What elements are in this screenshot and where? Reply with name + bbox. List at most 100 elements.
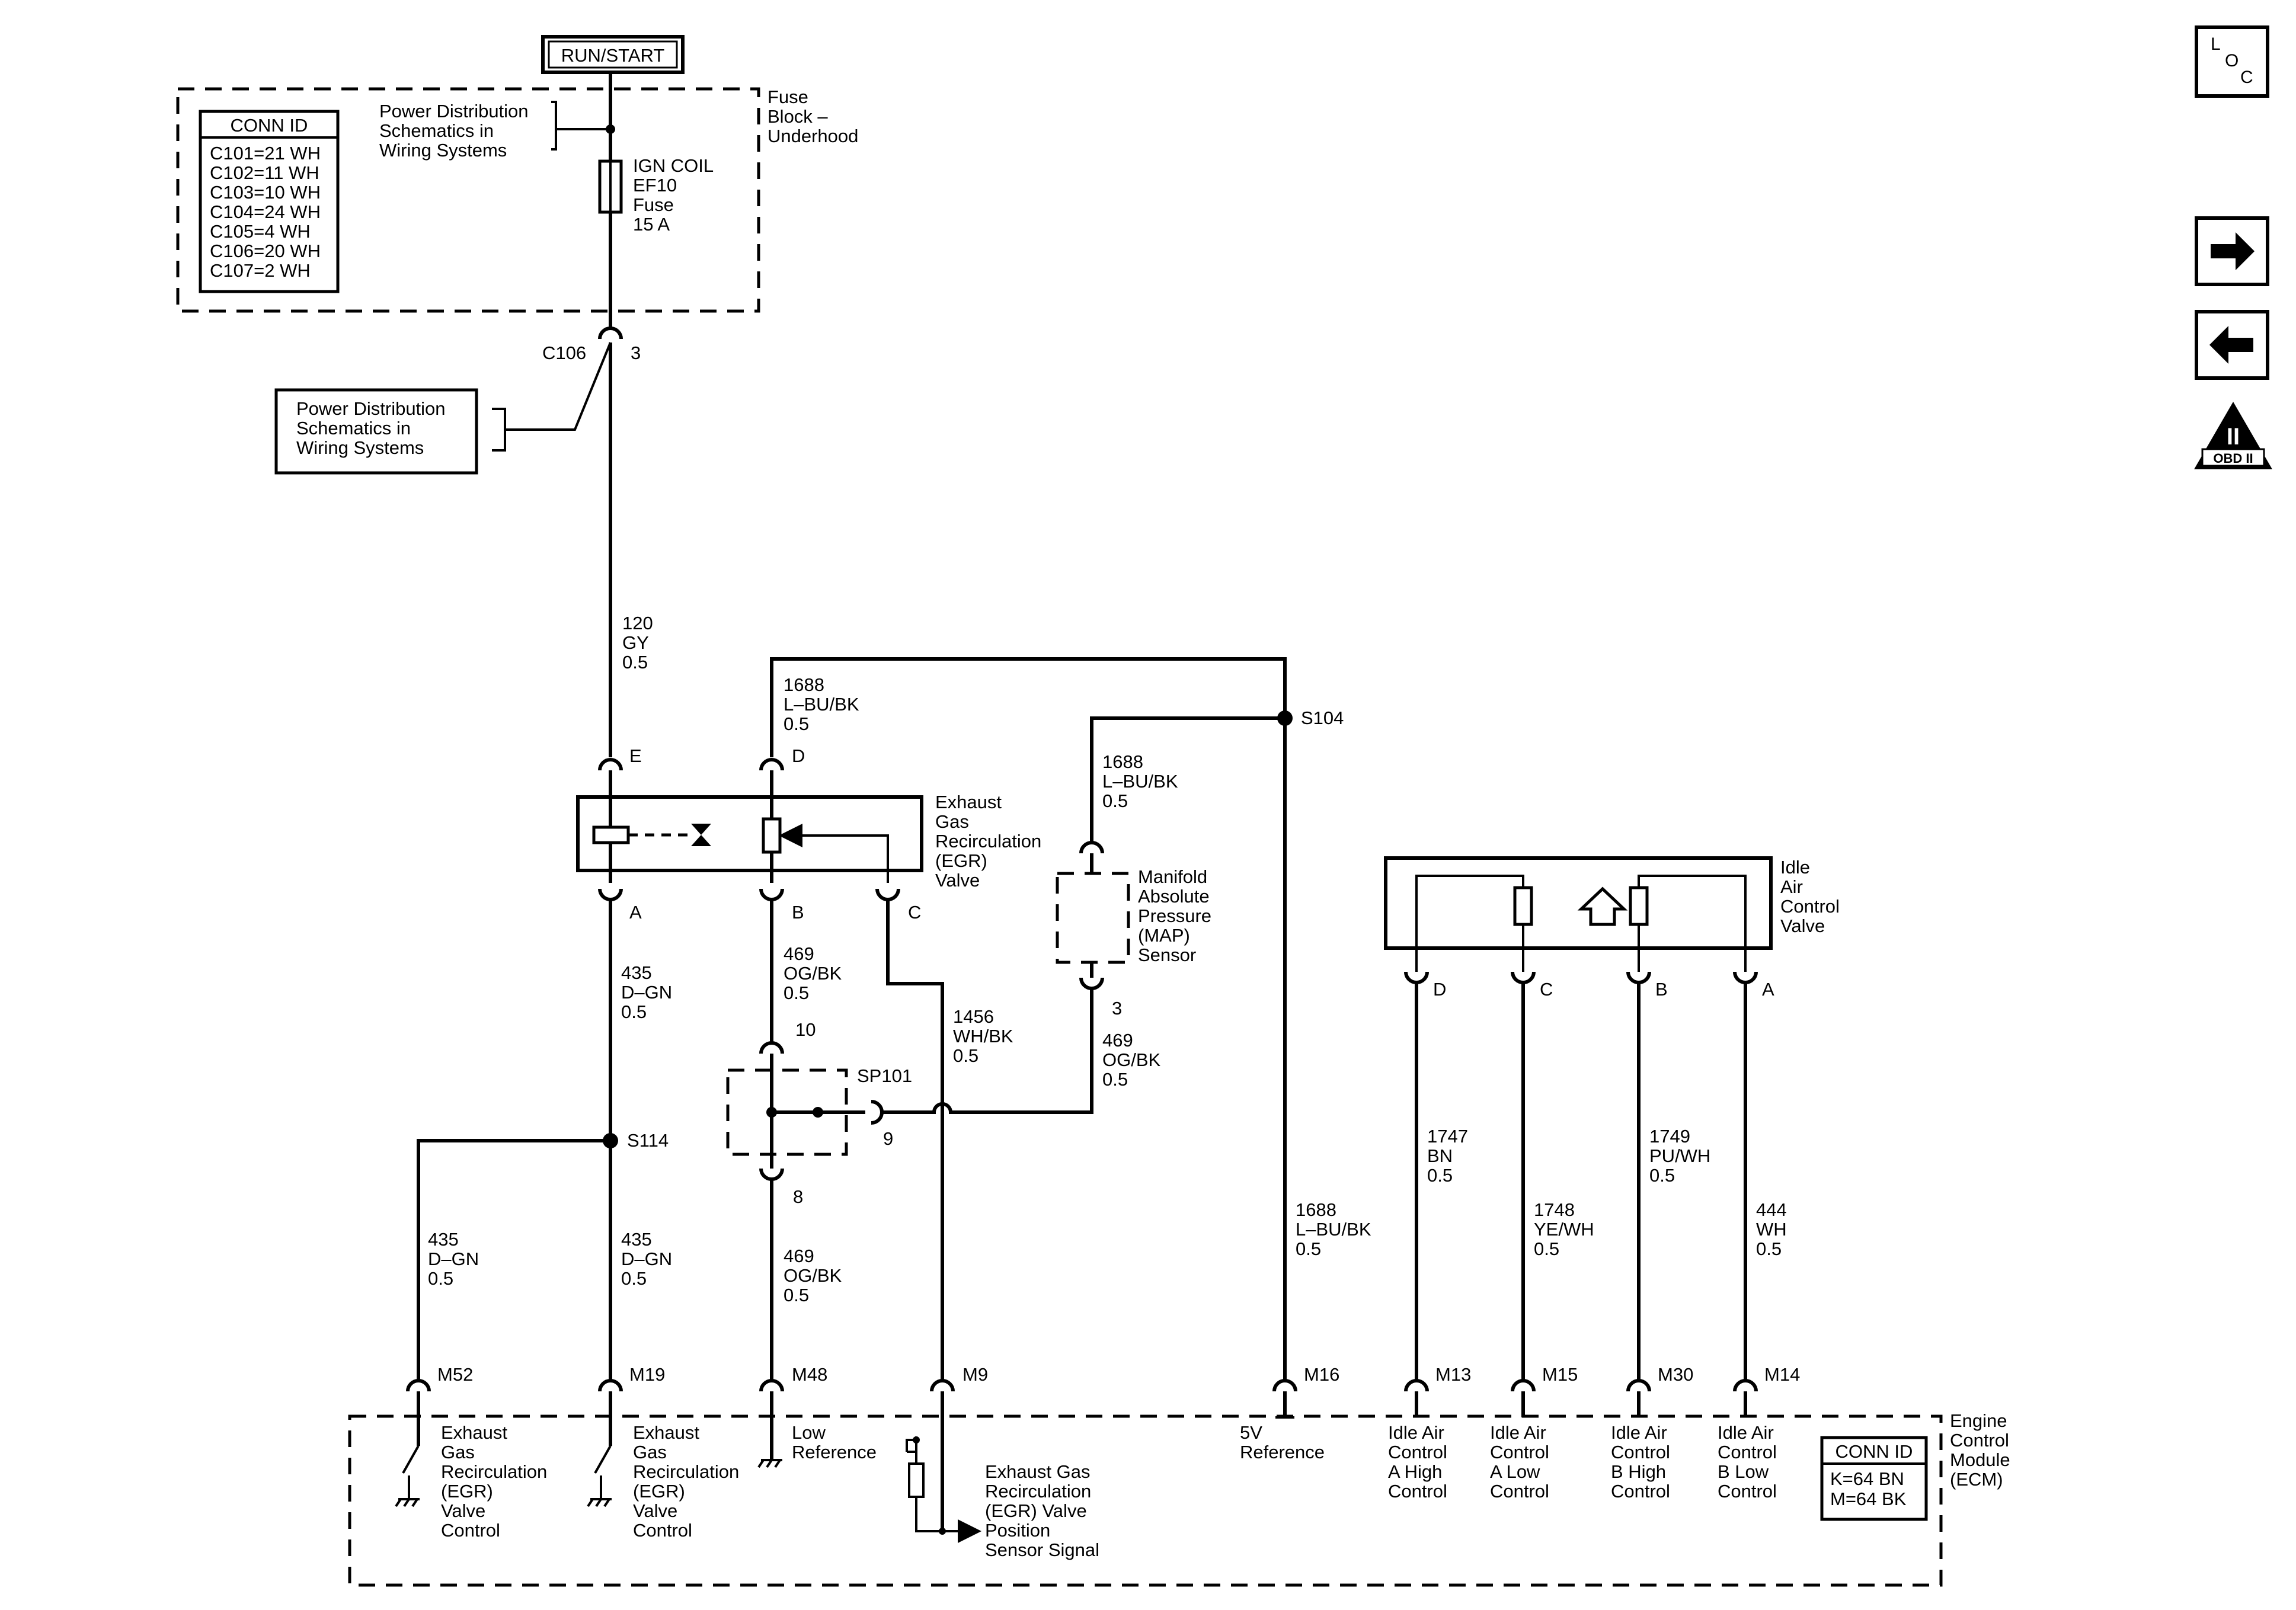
ecm-label-egr-control-1: Exhaust Gas Recirculation (EGR) Valve Co… — [441, 1422, 547, 1541]
previous-page-button[interactable] — [2195, 310, 2269, 380]
wire-label-469-bottom: 469 OG/BK 0.5 — [784, 1246, 842, 1305]
svg-text:L–BU/BK: L–BU/BK — [1296, 1219, 1371, 1240]
svg-text:(MAP): (MAP) — [1138, 925, 1190, 946]
svg-text:C: C — [908, 902, 921, 923]
svg-text:0.5: 0.5 — [428, 1268, 453, 1289]
wire-435-to-m52 — [417, 1139, 610, 1381]
svg-text:C107=2 WH: C107=2 WH — [210, 260, 311, 281]
run-start-text: RUN/START — [561, 45, 665, 66]
svg-text:OG/BK: OG/BK — [1102, 1049, 1161, 1070]
ecm-label-iac-b-low: Idle Air Control B Low Control — [1718, 1422, 1777, 1502]
svg-text:469: 469 — [784, 943, 814, 964]
svg-text:D–GN: D–GN — [621, 982, 672, 1003]
ecm-pullup-m9-icon — [906, 1391, 981, 1543]
svg-text:8: 8 — [793, 1186, 803, 1207]
svg-text:1688: 1688 — [1102, 751, 1143, 772]
svg-text:Control: Control — [1490, 1442, 1549, 1462]
svg-text:M16: M16 — [1304, 1364, 1339, 1385]
svg-text:M13: M13 — [1435, 1364, 1471, 1385]
svg-text:5V: 5V — [1240, 1422, 1262, 1443]
svg-text:Valve: Valve — [441, 1500, 485, 1521]
svg-text:3: 3 — [1112, 998, 1122, 1019]
ecm-ref-m16-icon — [1275, 1391, 1294, 1419]
svg-text:Absolute: Absolute — [1138, 886, 1210, 907]
s114-label: S114 — [627, 1130, 669, 1151]
svg-text:Fuse: Fuse — [768, 87, 808, 107]
svg-text:M=64 BK: M=64 BK — [1830, 1489, 1907, 1509]
conn-id-table-ecm: CONN ID K=64 BN M=64 BK — [1820, 1436, 1928, 1521]
loc-button[interactable]: L O C — [2195, 25, 2269, 98]
svg-text:Recirculation: Recirculation — [935, 831, 1041, 852]
svg-text:Exhaust Gas: Exhaust Gas — [985, 1461, 1090, 1482]
svg-text:(EGR): (EGR) — [935, 850, 987, 871]
svg-text:Schematics in: Schematics in — [379, 120, 494, 141]
ecm-label-egr-position: Exhaust Gas Recirculation (EGR) Valve Po… — [985, 1461, 1099, 1560]
svg-text:0.5: 0.5 — [784, 982, 809, 1003]
svg-text:435: 435 — [621, 1229, 652, 1250]
svg-text:0.5: 0.5 — [1102, 1069, 1128, 1090]
svg-text:C106=20 WH: C106=20 WH — [210, 241, 321, 261]
egr-valve-label: Exhaust Gas Recirculation (EGR) Valve — [935, 792, 1041, 891]
svg-text:10: 10 — [795, 1019, 816, 1040]
sp101-label: SP101 — [857, 1065, 912, 1086]
svg-text:OG/BK: OG/BK — [784, 963, 842, 984]
ecm-ground-m48-icon — [757, 1391, 782, 1468]
svg-text:K=64 BN: K=64 BN — [1830, 1468, 1904, 1489]
wire-label-469-map: 469 OG/BK 0.5 — [1102, 1030, 1161, 1090]
svg-text:Air: Air — [1780, 876, 1803, 897]
svg-text:Block –: Block – — [768, 106, 828, 127]
svg-text:Exhaust: Exhaust — [935, 792, 1002, 812]
svg-text:Control: Control — [633, 1520, 692, 1541]
obd-ii-button[interactable]: II OBD II — [2194, 402, 2272, 469]
ecm-label-egr-control-2: Exhaust Gas Recirculation (EGR) Valve Co… — [633, 1422, 739, 1541]
svg-text:1688: 1688 — [1296, 1199, 1336, 1220]
wire-1688-to-map — [1090, 716, 1285, 843]
wire-label-1748: 1748 YE/WH 0.5 — [1534, 1199, 1594, 1259]
svg-text:444: 444 — [1756, 1199, 1787, 1220]
svg-text:II: II — [2227, 424, 2240, 450]
splice-pack-sp101 — [726, 1041, 884, 1181]
svg-text:OBD II: OBD II — [2213, 451, 2253, 466]
ecm-switch-m52-icon — [395, 1391, 420, 1507]
svg-text:B: B — [1655, 979, 1668, 1000]
svg-text:0.5: 0.5 — [953, 1045, 978, 1066]
svg-text:WH/BK: WH/BK — [953, 1026, 1013, 1046]
svg-text:Valve: Valve — [1780, 916, 1825, 936]
svg-text:0.5: 0.5 — [1427, 1165, 1453, 1186]
svg-text:Control: Control — [1388, 1442, 1447, 1462]
ecm-label-iac-a-low: Idle Air Control A Low Control — [1490, 1422, 1549, 1502]
wire-1688-main — [770, 657, 1287, 1381]
fuse-ef10 — [598, 159, 623, 214]
svg-text:M48: M48 — [792, 1364, 827, 1385]
svg-text:C105=4 WH: C105=4 WH — [210, 221, 311, 242]
ecm-label-iac-b-high: Idle Air Control B High Control — [1611, 1422, 1670, 1502]
ecm-pin-connectors — [406, 1379, 1758, 1392]
svg-text:B: B — [792, 902, 804, 923]
ecm-label-low-reference: Low Reference — [792, 1422, 877, 1462]
fuse-block-label: Fuse Block – Underhood — [768, 87, 858, 146]
svg-text:B Low: B Low — [1718, 1461, 1769, 1482]
wire-label-444: 444 WH 0.5 — [1756, 1199, 1787, 1259]
svg-text:Control: Control — [1611, 1442, 1670, 1462]
svg-text:Module: Module — [1950, 1449, 2010, 1470]
svg-text:Control: Control — [441, 1520, 500, 1541]
svg-text:469: 469 — [1102, 1030, 1133, 1051]
svg-text:Gas: Gas — [935, 811, 969, 832]
svg-text:Gas: Gas — [633, 1442, 667, 1462]
svg-text:Idle: Idle — [1780, 857, 1810, 878]
svg-text:Idle Air: Idle Air — [1718, 1422, 1774, 1443]
svg-text:Idle Air: Idle Air — [1611, 1422, 1667, 1443]
next-page-button[interactable] — [2195, 216, 2269, 286]
wire-label-435-right: 435 D–GN 0.5 — [621, 1229, 672, 1289]
svg-text:E: E — [629, 745, 642, 766]
svg-text:Valve: Valve — [935, 870, 980, 891]
ecm-label-5v-reference: 5V Reference — [1240, 1422, 1325, 1462]
run-start-label-box: RUN/START — [541, 35, 685, 74]
svg-text:OG/BK: OG/BK — [784, 1265, 842, 1286]
svg-text:(EGR) Valve: (EGR) Valve — [985, 1500, 1087, 1521]
svg-text:1456: 1456 — [953, 1006, 994, 1027]
ecm-label: Engine Control Module (ECM) — [1950, 1410, 2010, 1490]
arrow-left-icon — [2209, 326, 2253, 364]
svg-text:M30: M30 — [1658, 1364, 1693, 1385]
svg-text:M14: M14 — [1764, 1364, 1800, 1385]
